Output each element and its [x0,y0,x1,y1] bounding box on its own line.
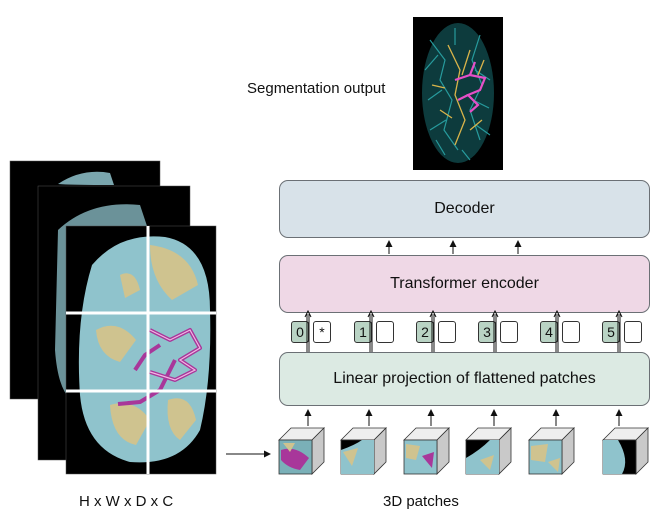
linear-projection-label: Linear projection of flattened patches [333,370,596,387]
input-volume-stack [9,160,217,475]
token-embedding-4 [562,321,580,343]
token-embedding-5 [624,321,642,343]
token-embedding-3 [500,321,518,343]
patch-cube-5 [528,427,575,475]
transformer-encoder-block: Transformer encoder [279,255,650,313]
token-position-4: 4 [540,321,558,343]
patch-cube-1 [278,427,325,475]
encoder-to-decoder-arrows [385,240,522,254]
token-position-1: 1 [354,321,372,343]
patches-label: 3D patches [383,493,459,510]
linear-projection-block: Linear projection of flattened patches [279,352,650,406]
decoder-block: Decoder [279,180,650,238]
dimensions-label: H x W x D x C [79,493,174,510]
token-to-encoder-arrows [304,309,623,352]
transformer-encoder-label: Transformer encoder [390,275,539,292]
patch-cube-3 [403,427,450,475]
token-embedding-0: * [313,321,331,343]
segmentation-output-image [413,17,503,170]
patch-cube-2 [340,427,387,475]
token-embedding-1 [376,321,394,343]
patch-cube-6 [602,427,649,475]
patch-to-projection-arrows [304,409,623,426]
decoder-label: Decoder [434,200,495,217]
patch-cube-4 [465,427,512,475]
token-embedding-2 [438,321,456,343]
segmentation-output-label: Segmentation output [247,80,386,97]
